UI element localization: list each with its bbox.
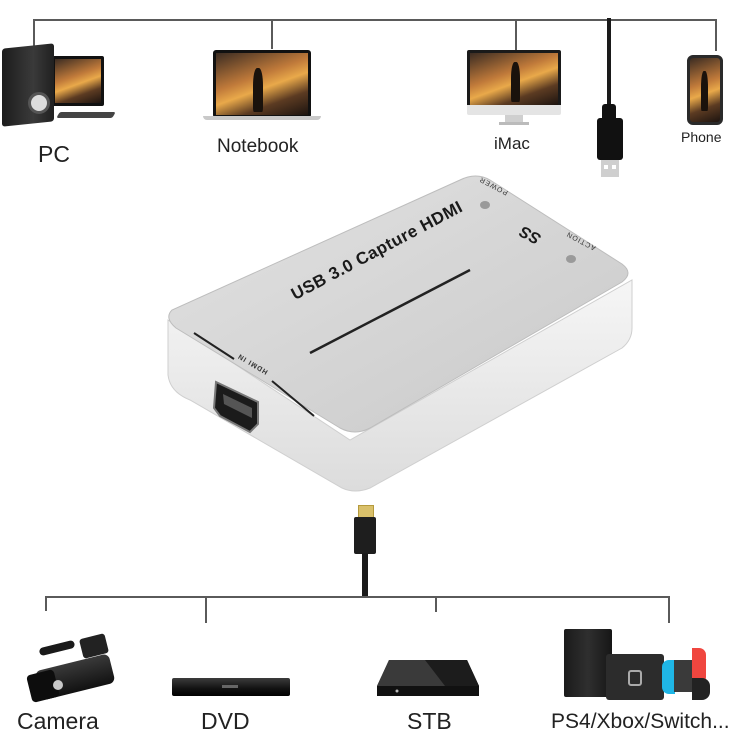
drop-line-notebook	[271, 19, 273, 49]
device-label-consoles: PS4/Xbox/Switch...	[551, 710, 730, 733]
drop-line-stb	[435, 596, 437, 612]
device-stb	[375, 656, 481, 700]
capture-device: USB 3.0 Capture HDMI HDMI IN POWER ACTIO…	[160, 170, 640, 500]
device-label-dvd: DVD	[201, 708, 250, 734]
device-label-pc: PC	[38, 141, 70, 167]
switch-logo	[628, 670, 642, 686]
smartphone-icon	[687, 55, 723, 125]
drop-line-camera	[45, 596, 47, 611]
usb-cable-wire	[607, 18, 611, 106]
drop-line-phone	[715, 19, 717, 51]
device-dvd	[172, 678, 290, 698]
switch-grip-icon	[674, 660, 692, 692]
drop-line-imac	[515, 19, 517, 51]
ps4-console-icon	[564, 629, 612, 697]
game-consoles-icon	[562, 626, 732, 704]
usb-plug-metal	[601, 160, 619, 177]
device-pc	[0, 40, 120, 130]
usb-plug-neck	[602, 104, 616, 122]
drop-line-consoles	[668, 596, 670, 623]
drop-line-dvd	[205, 596, 207, 623]
desktop-pc-icon	[0, 40, 120, 130]
dvd-player-icon	[172, 678, 290, 696]
usb-plug-body	[597, 118, 623, 160]
drop-line-pc	[33, 19, 35, 49]
device-label-phone: Phone	[681, 129, 722, 145]
device-label-camera: Camera	[17, 708, 99, 734]
joycon-red-icon	[692, 648, 706, 684]
joycon-blue-icon	[662, 660, 675, 694]
hdmi-plug-body	[354, 517, 376, 554]
device-camera	[25, 628, 125, 704]
capture-device-body-icon	[167, 175, 633, 492]
set-top-box-icon	[377, 660, 479, 696]
camcorder-icon	[25, 628, 125, 704]
hdmi-cable-wire	[362, 553, 368, 597]
device-phone	[687, 55, 723, 127]
switch-dock-icon	[606, 654, 664, 700]
device-label-imac: iMac	[494, 134, 530, 153]
device-label-stb: STB	[407, 708, 452, 734]
device-notebook	[203, 50, 321, 122]
imac-icon	[467, 50, 561, 126]
device-label-notebook: Notebook	[217, 136, 299, 157]
device-consoles	[562, 626, 732, 704]
bottom-bus-line	[45, 596, 670, 598]
laptop-icon	[203, 50, 321, 122]
top-bus-line	[33, 19, 717, 21]
device-imac	[467, 50, 561, 126]
